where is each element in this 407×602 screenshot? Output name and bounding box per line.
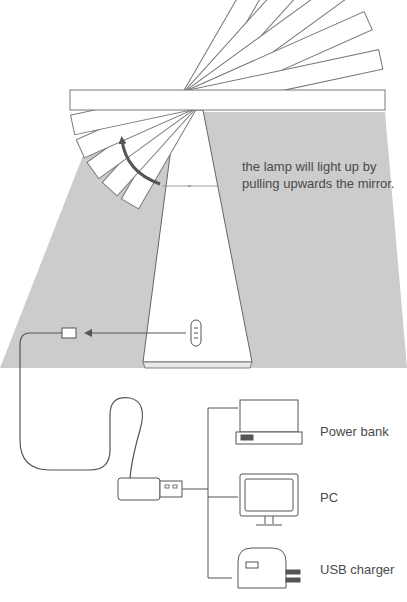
- usb-port: [191, 320, 201, 346]
- device-label: Power bank: [320, 423, 404, 440]
- instruction-note: the lamp will light up by pulling upward…: [242, 158, 404, 192]
- body-seam: [162, 186, 217, 187]
- usb-plug: [118, 478, 160, 500]
- usb-cable: [20, 333, 142, 482]
- lamp-base: [143, 362, 252, 368]
- device-label: USB charger: [320, 561, 404, 578]
- micro-usb-plug: [62, 328, 76, 338]
- mirror-panel: [70, 90, 385, 110]
- device-label: PC: [320, 489, 404, 506]
- branch-wires: [182, 408, 238, 578]
- pc-icon: [240, 474, 298, 525]
- power-bank-icon: [236, 400, 302, 444]
- usb-charger-icon: [238, 548, 300, 588]
- rotate-arrow: [122, 140, 160, 184]
- usb-plug-tip: [160, 481, 182, 497]
- plug-arrow: [88, 333, 186, 334]
